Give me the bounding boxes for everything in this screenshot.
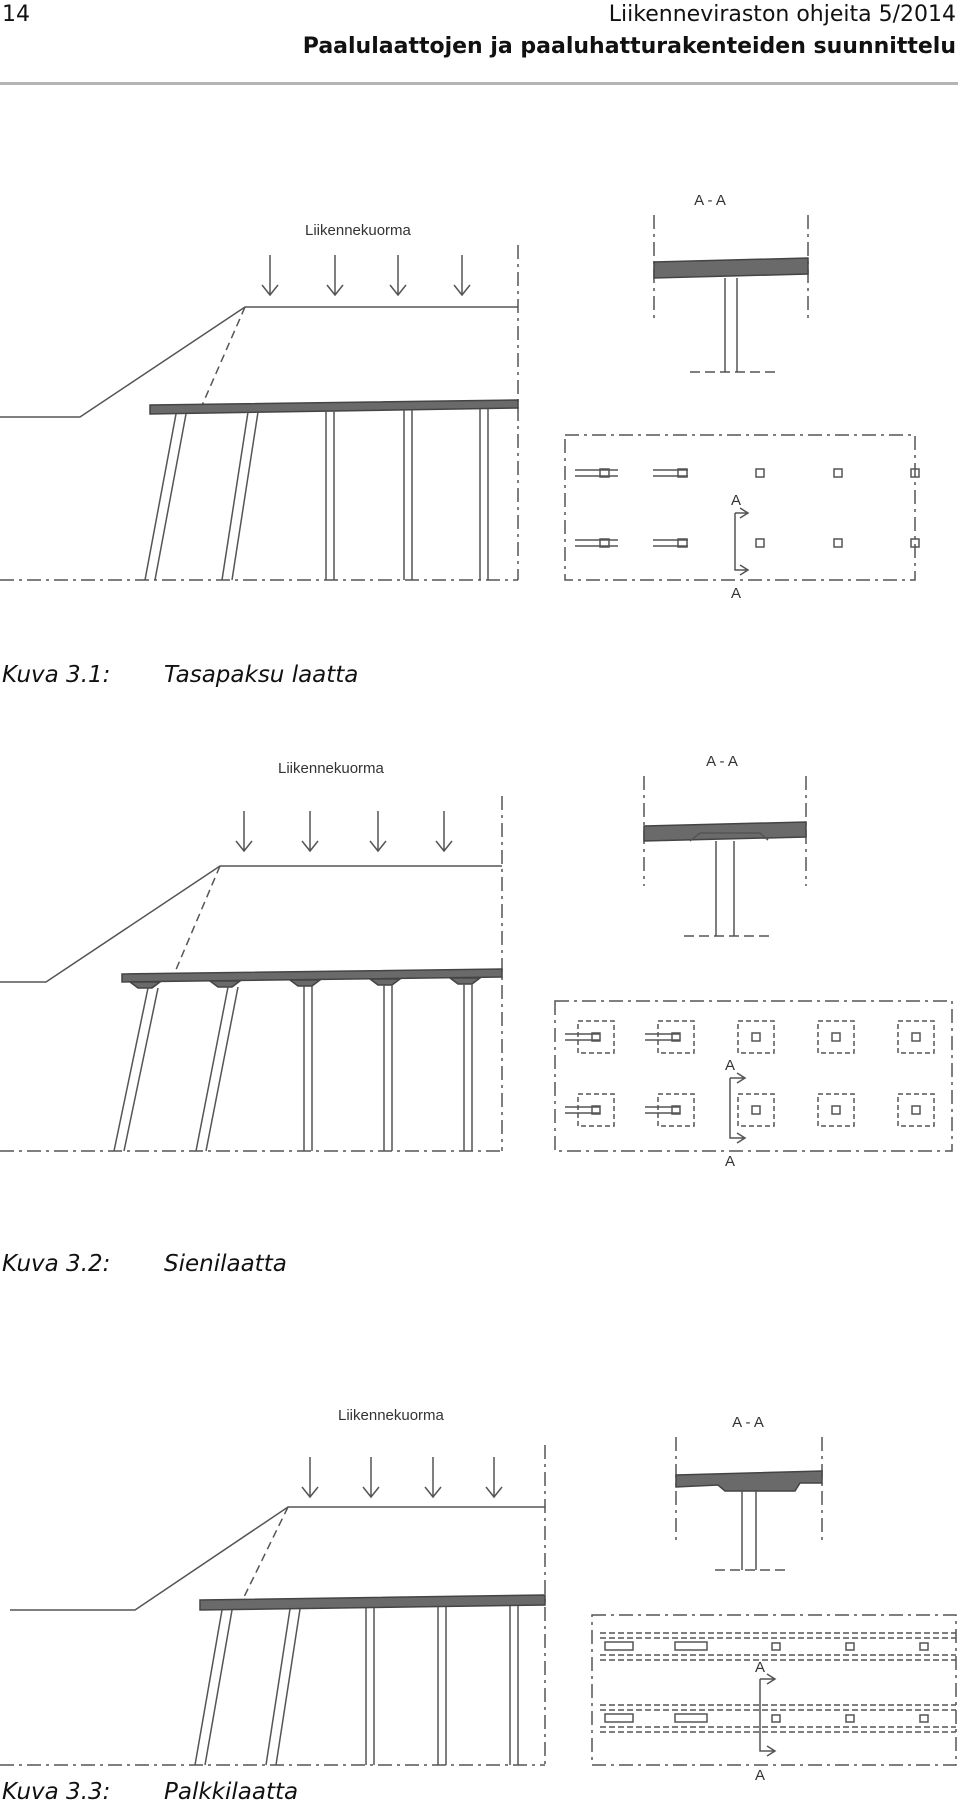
section-label: A - A xyxy=(732,1414,764,1431)
figure-3-3-drawing: Liikennekuorma A - A xyxy=(0,1407,957,1784)
load-label: Liikennekuorma xyxy=(338,1407,445,1424)
caption-text: Tasapaksu laatta xyxy=(164,662,359,688)
caption-text: Sienilaatta xyxy=(164,1251,287,1277)
load-arrows xyxy=(261,255,471,297)
plan-pile-heads xyxy=(577,1020,935,1127)
series-title: Liikenneviraston ohjeita 5/2014 xyxy=(608,2,956,27)
load-arrows xyxy=(235,811,453,853)
cut-label-top: A xyxy=(755,1659,765,1676)
cut-label-bottom: A xyxy=(725,1153,735,1170)
page-number: 14 xyxy=(2,2,30,27)
plan-beams xyxy=(600,1632,956,1733)
load-label: Liikennekuorma xyxy=(278,760,385,777)
cut-label-top: A xyxy=(731,492,741,509)
cut-label-top: A xyxy=(725,1057,735,1074)
plan-piles xyxy=(565,1032,921,1115)
caption-label: Kuva 3.3: xyxy=(2,1779,111,1805)
figure-3-3: Liikennekuorma A - A xyxy=(0,1395,960,1814)
caption-label: Kuva 3.2: xyxy=(2,1251,111,1277)
figure-3-2-drawing: Liikennekuorma A - A xyxy=(0,753,953,1170)
cut-label-bottom: A xyxy=(731,585,741,602)
header-rule xyxy=(0,82,958,85)
section-label: A - A xyxy=(706,753,738,770)
load-arrows xyxy=(301,1457,503,1499)
plan-piles xyxy=(604,1641,929,1723)
caption-text: Palkkilaatta xyxy=(164,1779,299,1805)
document-title: Paalulaattojen ja paaluhatturakenteiden … xyxy=(302,34,956,59)
figure-3-1-drawing: Liikennekuorma A - A xyxy=(0,192,920,602)
plan-piles xyxy=(575,468,920,548)
section-label: A - A xyxy=(694,192,726,209)
figure-3-1: Liikennekuorma A - A xyxy=(0,190,960,700)
caption-label: Kuva 3.1: xyxy=(2,662,111,688)
figure-3-2: Liikennekuorma A - A xyxy=(0,746,960,1286)
load-label: Liikennekuorma xyxy=(305,222,412,239)
cut-label-bottom: A xyxy=(755,1767,765,1784)
